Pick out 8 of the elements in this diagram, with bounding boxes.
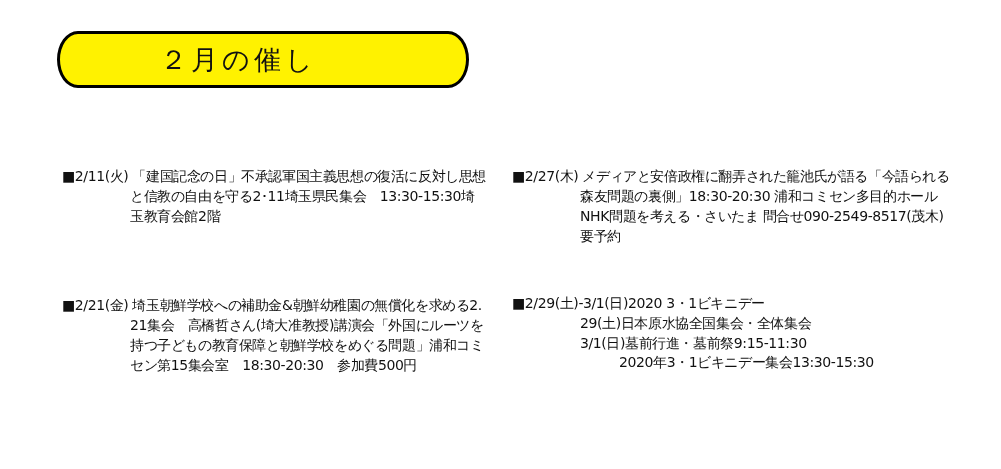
event-text: ■2/29(土)-3/1(日)2020 3・1ビキニデー [512,294,765,313]
event-text: ■2/27(木) メディアと安倍政権に翻弄された籠池氏が語る「今語られる森友問題の裏側」18:30-20:30 浦和コミセン多目的ホール NHK問題を考える・さいたま 問合せ090-2549-8517(茂木)要予約 [512,167,951,246]
event-text: 3/1(日)墓前行進・墓前祭9:15-11:30 [580,334,807,353]
event-text: ■2/11(火) 「建国記念の日」不承認軍国主義思想の復活に反対し思想と信教の自由を守る2･11埼玉県民集会 13:30-15:30埼玉教育会館2階 [62,167,487,226]
event-text: ■2/21(金) 埼玉朝鮮学校への補助金&朝鮮幼稚園の無償化を求める2. 21集会 高橋哲さん(埼大准教授)講演会「外国にルーツを持つ子どもの教育保障と朝鮮学校をめぐる問題」浦和コミセン第15集会室 18:30-20:30 参加費500円 [62,296,485,375]
title-banner: ２月の催し [57,31,469,88]
event-text: 2020年3・1ビキニデー集会13:30-15:30 [619,353,874,372]
event-text: 29(土)日本原水協全国集会・全体集会 [580,314,812,333]
